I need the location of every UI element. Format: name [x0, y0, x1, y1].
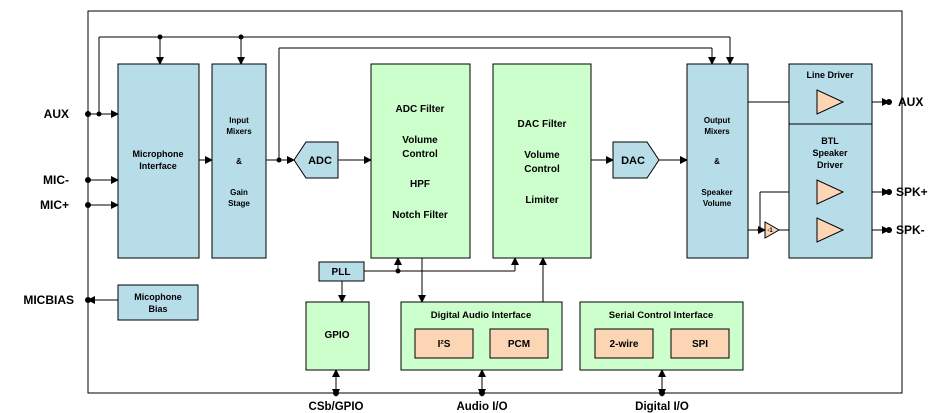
btl-driver-label-1: BTL [821, 136, 839, 146]
adc-filter-label-4: HPF [410, 179, 430, 190]
spk-minus-amp-triangle [816, 217, 845, 243]
adc-filter-label-2: Volume [402, 135, 438, 146]
csb-gpio-label: CSb/GPIO [309, 401, 364, 413]
input-mixers-label-1: Input [229, 116, 249, 125]
input-mixers-label-3: & [236, 157, 242, 166]
micbias-pin-label: MICBIAS [23, 293, 74, 307]
output-mixers-label-2: Mixers [704, 127, 730, 136]
aux-in-pin-label: AUX [44, 107, 69, 121]
dac-filter-label-3: Control [524, 164, 560, 175]
dac-block [612, 141, 660, 179]
btl-driver-label-3: Driver [817, 160, 844, 170]
connection-lines [87, 36, 890, 397]
dac-filter-label-1: DAC Filter [518, 119, 567, 130]
mic-interface-label-1: Microphone [133, 149, 184, 159]
input-mixers-block [211, 63, 267, 259]
spi-label: SPI [692, 339, 708, 350]
mic-bias-label-2: Bias [148, 304, 167, 314]
dac-label: DAC [621, 155, 645, 167]
i2s-block [414, 328, 474, 359]
output-mixers-label-5: Volume [703, 199, 732, 208]
mic-interface-label-2: Interface [139, 161, 177, 171]
line-amp-triangle [816, 89, 845, 115]
pll-label: PLL [332, 267, 351, 278]
line-driver-label: Line Driver [806, 70, 854, 80]
line-driver-block [788, 63, 873, 125]
digital-io-label: Digital I/O [635, 401, 689, 413]
inverter-triangle [764, 221, 781, 239]
adc-filter-label-3: Control [402, 149, 438, 160]
dac-filter-label-4: Limiter [525, 195, 558, 206]
output-mixers-label-1: Output [704, 116, 731, 125]
audio-io-label: Audio I/O [456, 401, 507, 413]
gpio-label: GPIO [324, 330, 349, 341]
gpio-block [305, 301, 370, 371]
spi-block [670, 328, 730, 359]
two-wire-block [594, 328, 654, 359]
pcm-block [489, 328, 549, 359]
two-wire-label: 2-wire [610, 339, 639, 350]
adc-filter-block [370, 63, 471, 259]
i2s-label: I²S [438, 339, 451, 350]
btl-driver-label-2: Speaker [812, 148, 848, 158]
dac-filter-block [492, 63, 592, 259]
junction-dots [85, 34, 892, 396]
mic-minus-pin-label: MIC- [43, 173, 69, 187]
spk-plus-amp-triangle [816, 179, 845, 205]
mic-bias-label-1: Micophone [134, 292, 182, 302]
mic-bias-block [117, 284, 199, 321]
output-mixers-block [686, 63, 749, 259]
aux-out-pin-label: AUX [898, 95, 923, 109]
serial-control-interface-label: Serial Control Interface [609, 310, 714, 321]
mic-plus-pin-label: MIC+ [40, 198, 69, 212]
pll-block [318, 261, 365, 282]
adc-block [293, 141, 339, 179]
digital-audio-interface-label: Digital Audio Interface [431, 310, 531, 321]
spk-plus-pin-label: SPK+ [896, 185, 928, 199]
inverter-label: -1 [767, 228, 773, 234]
input-mixers-label-2: Mixers [226, 127, 252, 136]
adc-label: ADC [308, 155, 332, 167]
spk-minus-pin-label: SPK- [896, 223, 925, 237]
output-mixers-label-4: Speaker [701, 188, 732, 197]
dac-filter-label-2: Volume [524, 150, 560, 161]
adc-filter-label-1: ADC Filter [396, 104, 445, 115]
input-mixers-label-4: Gain [230, 188, 248, 197]
adc-filter-label-5: Notch Filter [392, 210, 448, 221]
mic-interface-block [117, 63, 200, 259]
pcm-label: PCM [508, 339, 530, 350]
input-mixers-label-5: Stage [228, 199, 250, 208]
output-mixers-label-3: & [714, 157, 720, 166]
